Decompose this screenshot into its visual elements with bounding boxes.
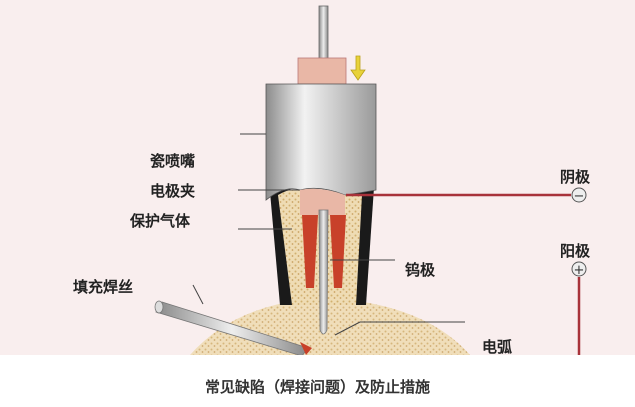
label-tungsten: 钨极 — [405, 261, 436, 279]
minus-terminal-icon — [571, 187, 587, 203]
collet-top — [300, 188, 345, 215]
tig-welding-diagram: − + 瓷喷嘴 电极夹 保护气体 钨极 填充焊丝 阴极 阳极 电弧 — [0, 0, 635, 355]
tungsten-electrode — [318, 209, 329, 335]
collet — [302, 215, 346, 288]
label-filler-wire: 填充焊丝 — [73, 278, 133, 296]
electrode-cap — [297, 57, 347, 85]
anode-sign: + — [574, 263, 585, 278]
cathode-sign: − — [574, 189, 585, 204]
label-arc: 电弧 — [482, 338, 512, 355]
electrode-rod — [318, 5, 329, 67]
filler-wire-end — [154, 300, 164, 314]
arc-leader — [334, 321, 361, 336]
nozzle-cylinder — [265, 83, 377, 201]
gas-flow-arrow-icon — [350, 55, 366, 81]
plus-terminal-icon — [571, 261, 587, 277]
label-cathode: 阴极 — [560, 168, 591, 186]
label-nozzle: 瓷喷嘴 — [150, 152, 195, 170]
caption: 常见缺陷（焊接问题）及防止措施 — [204, 378, 430, 396]
filler-leader — [192, 284, 204, 305]
label-shield-gas: 保护气体 — [129, 212, 191, 230]
filler-wire-tip — [300, 342, 312, 355]
label-anode: 阳极 — [560, 242, 591, 260]
label-collet: 电极夹 — [150, 182, 195, 200]
